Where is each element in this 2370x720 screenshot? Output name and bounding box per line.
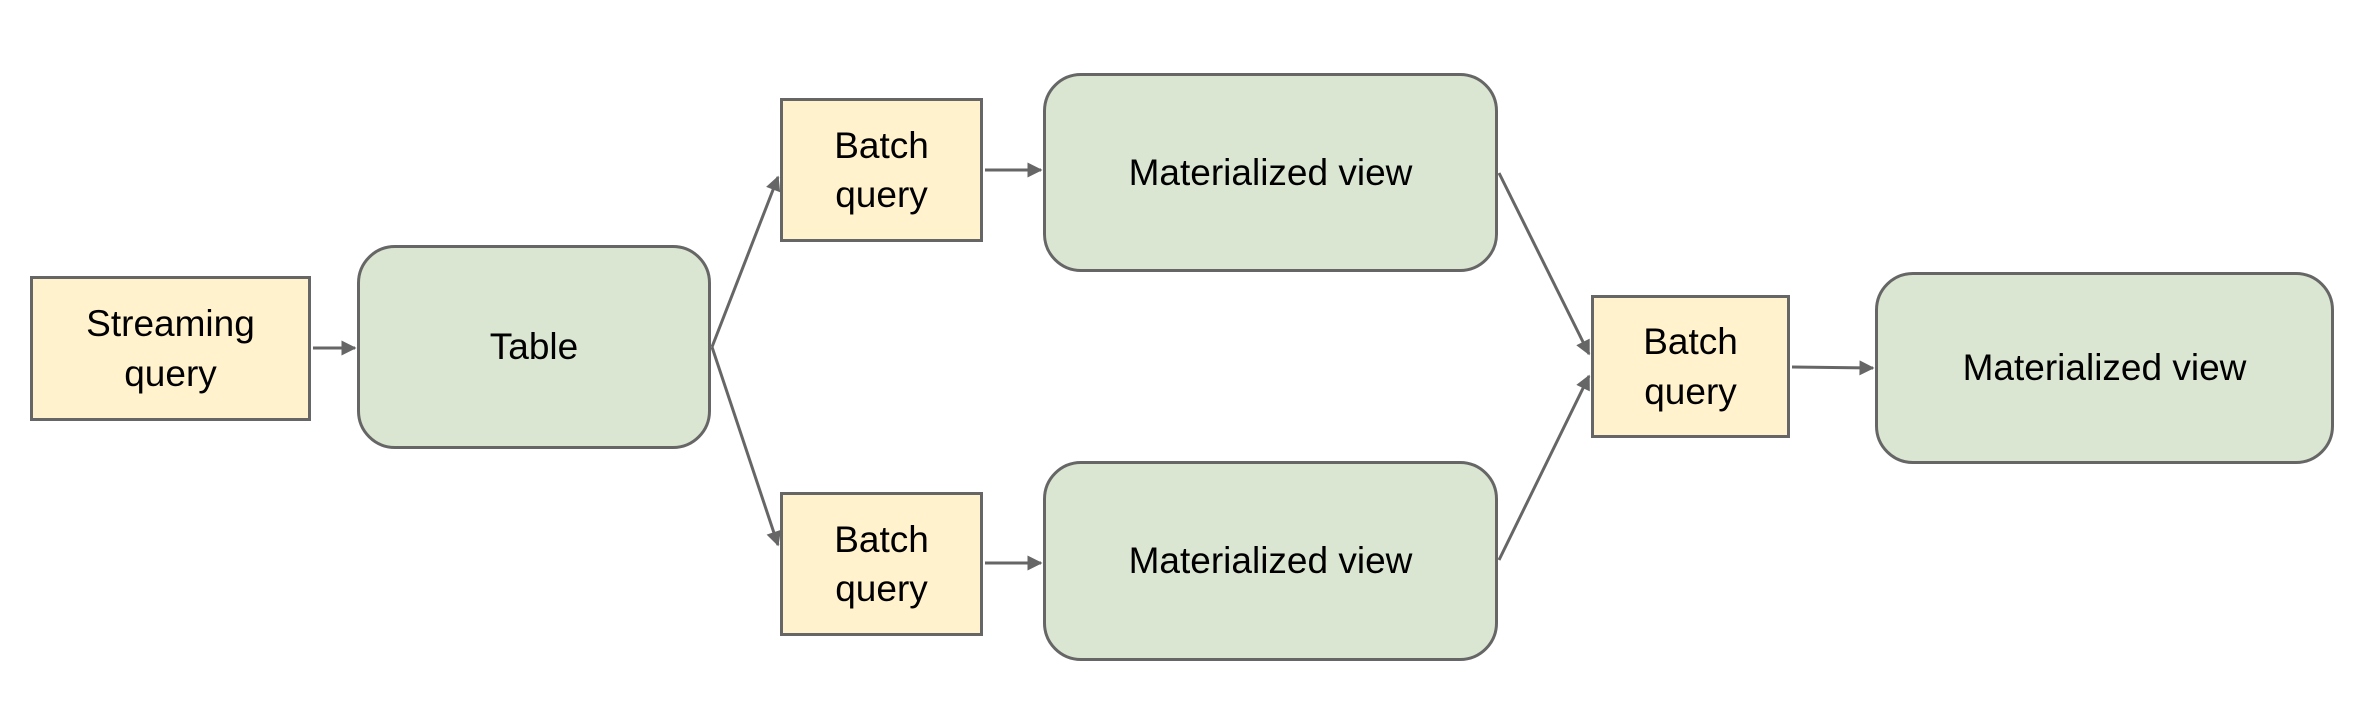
node-label: Materialized view	[1128, 151, 1413, 193]
arrow-batch-right-to-mv-right	[1791, 360, 1875, 376]
arrow-mv-bottom-to-batch-right	[1497, 374, 1591, 561]
node-batch-query-bottom: Batch query	[780, 492, 983, 636]
node-materialized-view-top: Materialized view	[1043, 73, 1498, 272]
node-batch-query-top: Batch query	[780, 98, 983, 242]
arrow-table-to-batch-bottom	[710, 346, 781, 547]
node-label: Batch query	[834, 124, 929, 215]
node-label: Streaming query	[86, 303, 255, 394]
arrow-table-to-batch-top	[710, 175, 781, 348]
node-label: Materialized view	[1962, 347, 2247, 389]
node-label: Batch query	[1643, 321, 1738, 412]
node-materialized-view-bottom: Materialized view	[1043, 461, 1498, 661]
arrow-mv-top-to-batch-right	[1497, 172, 1591, 356]
node-label: Materialized view	[1128, 540, 1413, 582]
node-label: Batch query	[834, 518, 929, 609]
node-batch-query-right: Batch query	[1591, 295, 1790, 438]
node-materialized-view-right: Materialized view	[1875, 272, 2334, 464]
node-streaming-query: Streaming query	[30, 276, 311, 421]
node-table: Table	[357, 245, 711, 449]
node-label: Table	[489, 326, 579, 368]
